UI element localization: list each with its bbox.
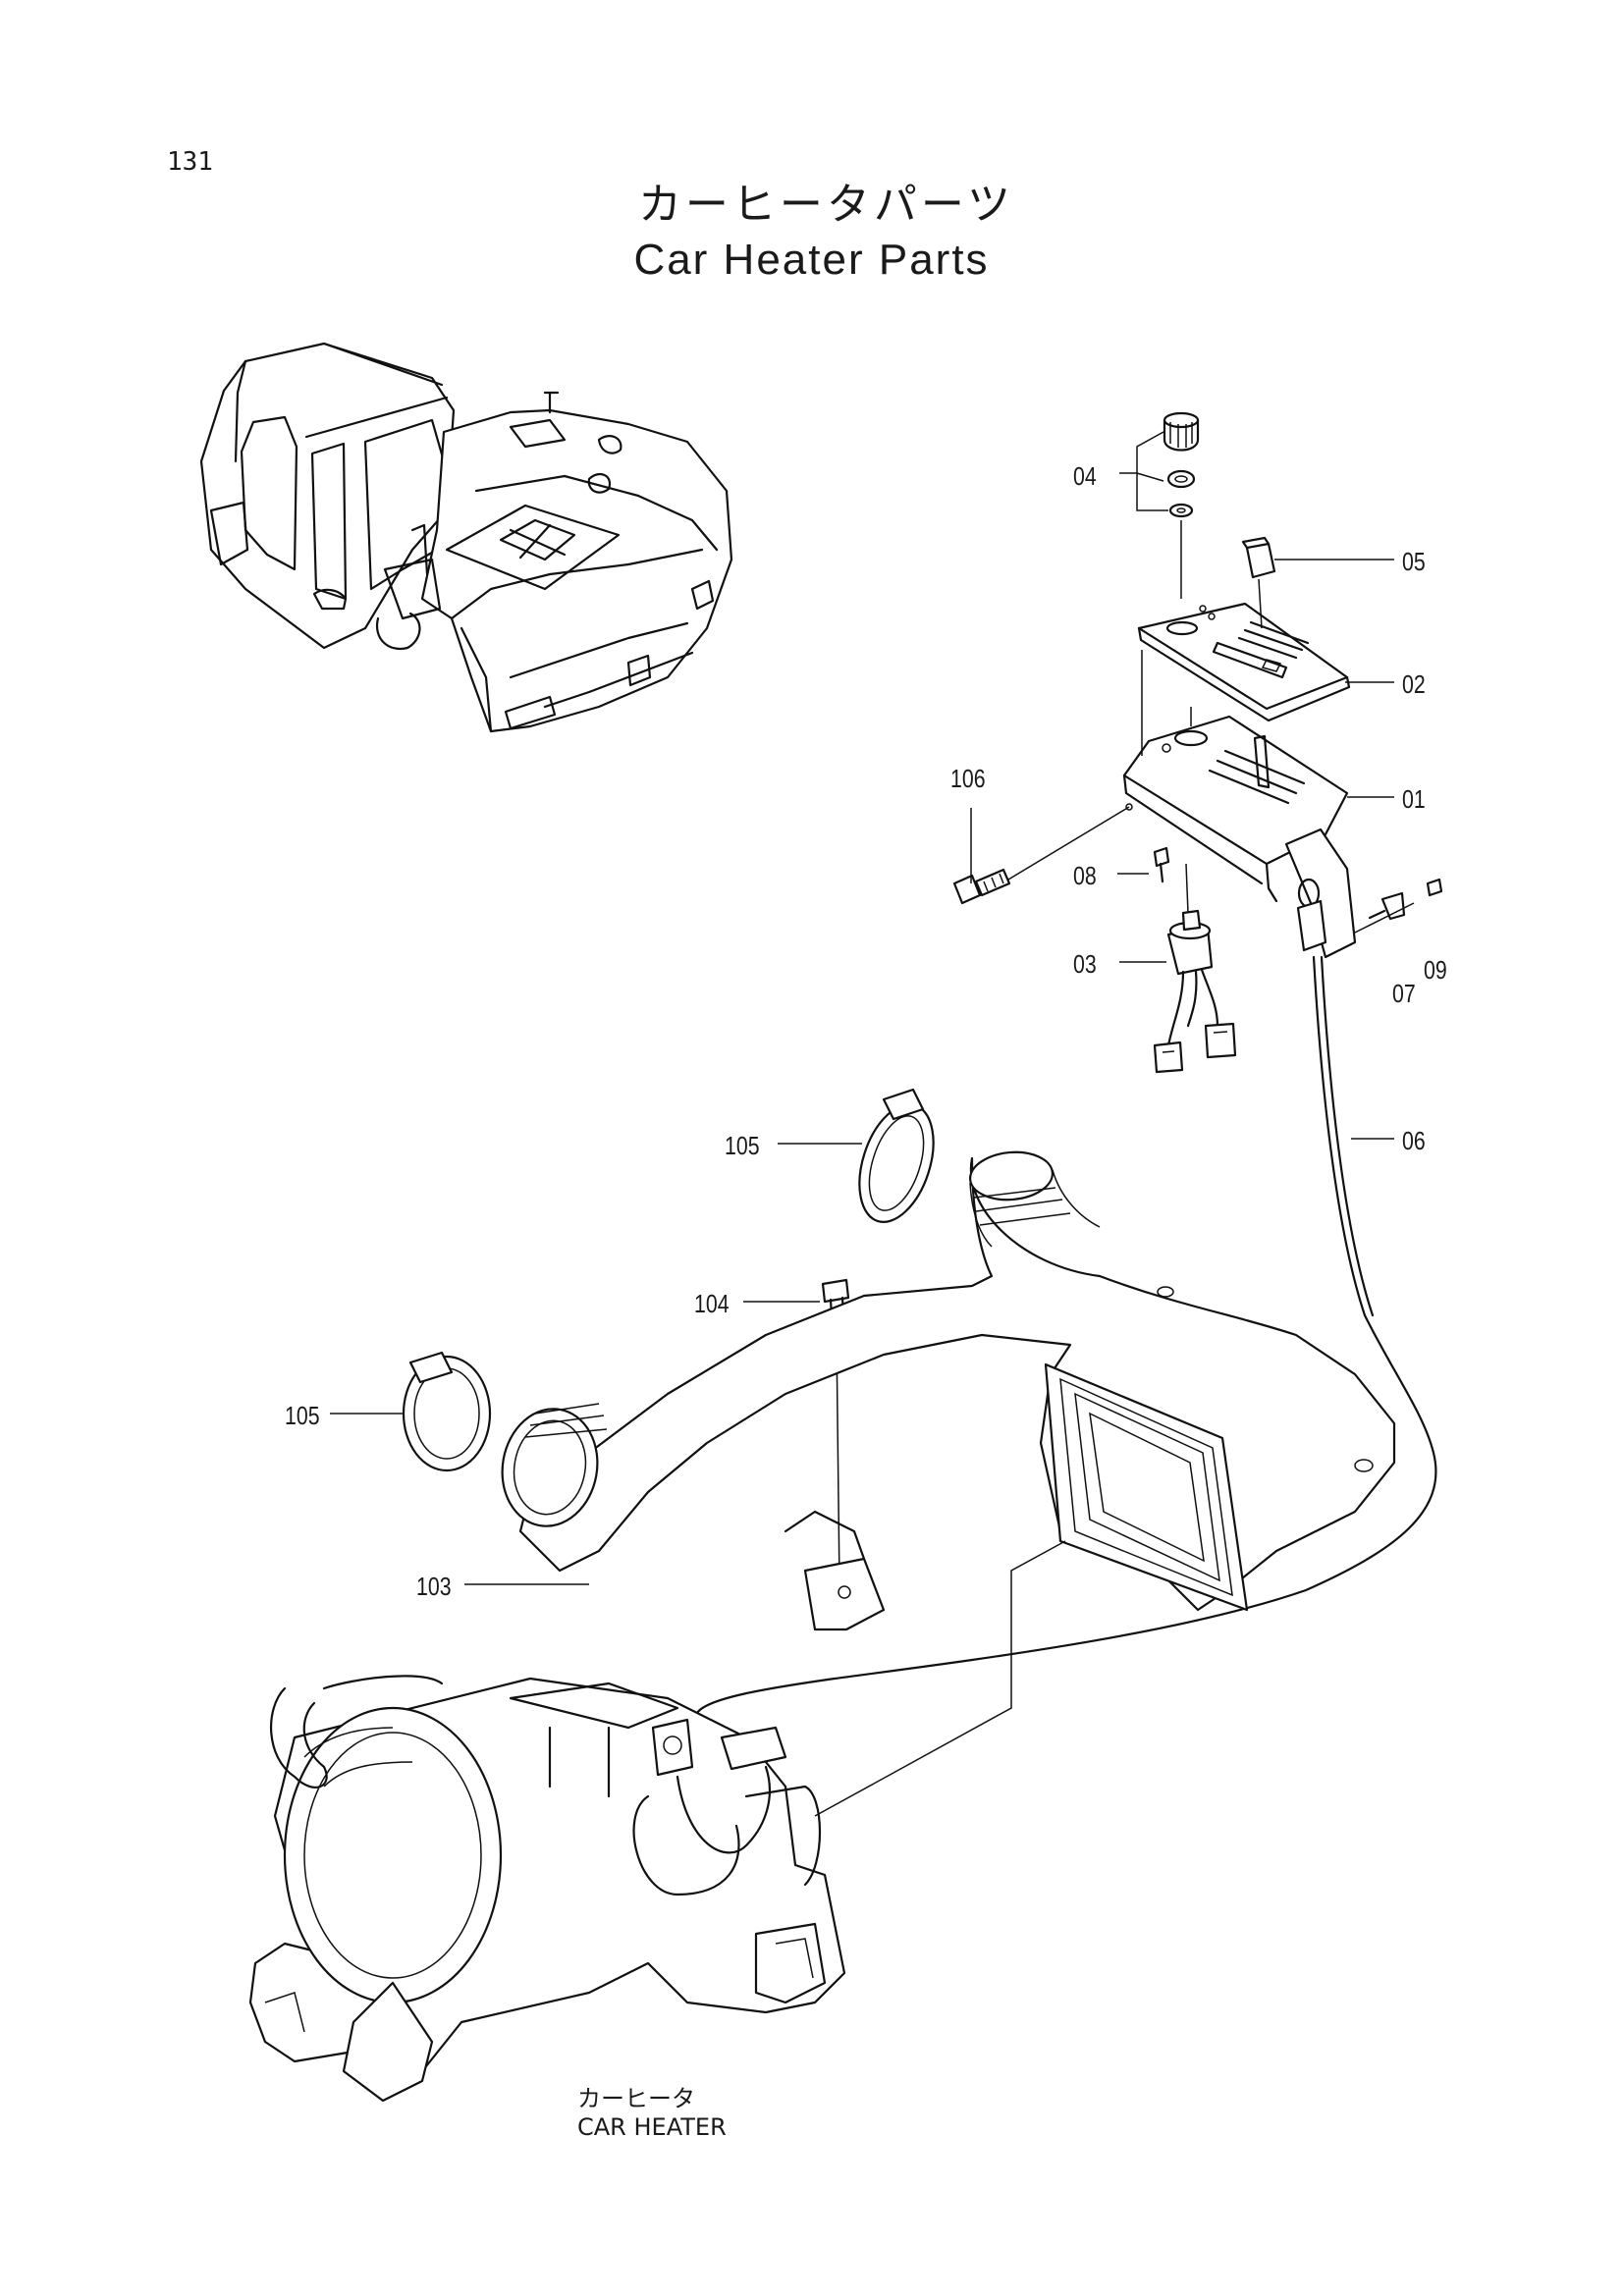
callout-03: 03 [1073, 949, 1097, 979]
callout-105-lower: 105 [285, 1401, 320, 1430]
callout-02: 02 [1402, 669, 1426, 699]
callout-leader-lines [330, 431, 1394, 1585]
callout-01: 01 [1402, 784, 1426, 814]
duct-assembly [402, 1088, 1396, 1631]
callout-105-upper: 105 [725, 1131, 760, 1160]
callout-09: 09 [1424, 955, 1447, 985]
callout-103: 103 [416, 1572, 452, 1601]
page-number: 131 [167, 147, 213, 177]
callout-05: 05 [1402, 547, 1426, 576]
page-title-english: Car Heater Parts [633, 236, 990, 284]
car-heater-caption-japanese: カーヒータ [577, 2085, 695, 2112]
callout-104: 104 [694, 1289, 730, 1318]
callout-04: 04 [1073, 461, 1097, 491]
callout-08: 08 [1073, 861, 1097, 890]
page-title-japanese: カーヒータパーツ [637, 180, 1015, 230]
car-heater-unit-illustration [248, 1540, 1066, 2103]
excavator-overview-illustration [199, 342, 733, 733]
callout-07: 07 [1392, 979, 1416, 1008]
callout-106: 106 [950, 764, 986, 793]
car-heater-caption-english: CAR HEATER [577, 2113, 727, 2141]
callout-06: 06 [1402, 1126, 1426, 1155]
control-panel-assembly [695, 411, 1443, 1715]
